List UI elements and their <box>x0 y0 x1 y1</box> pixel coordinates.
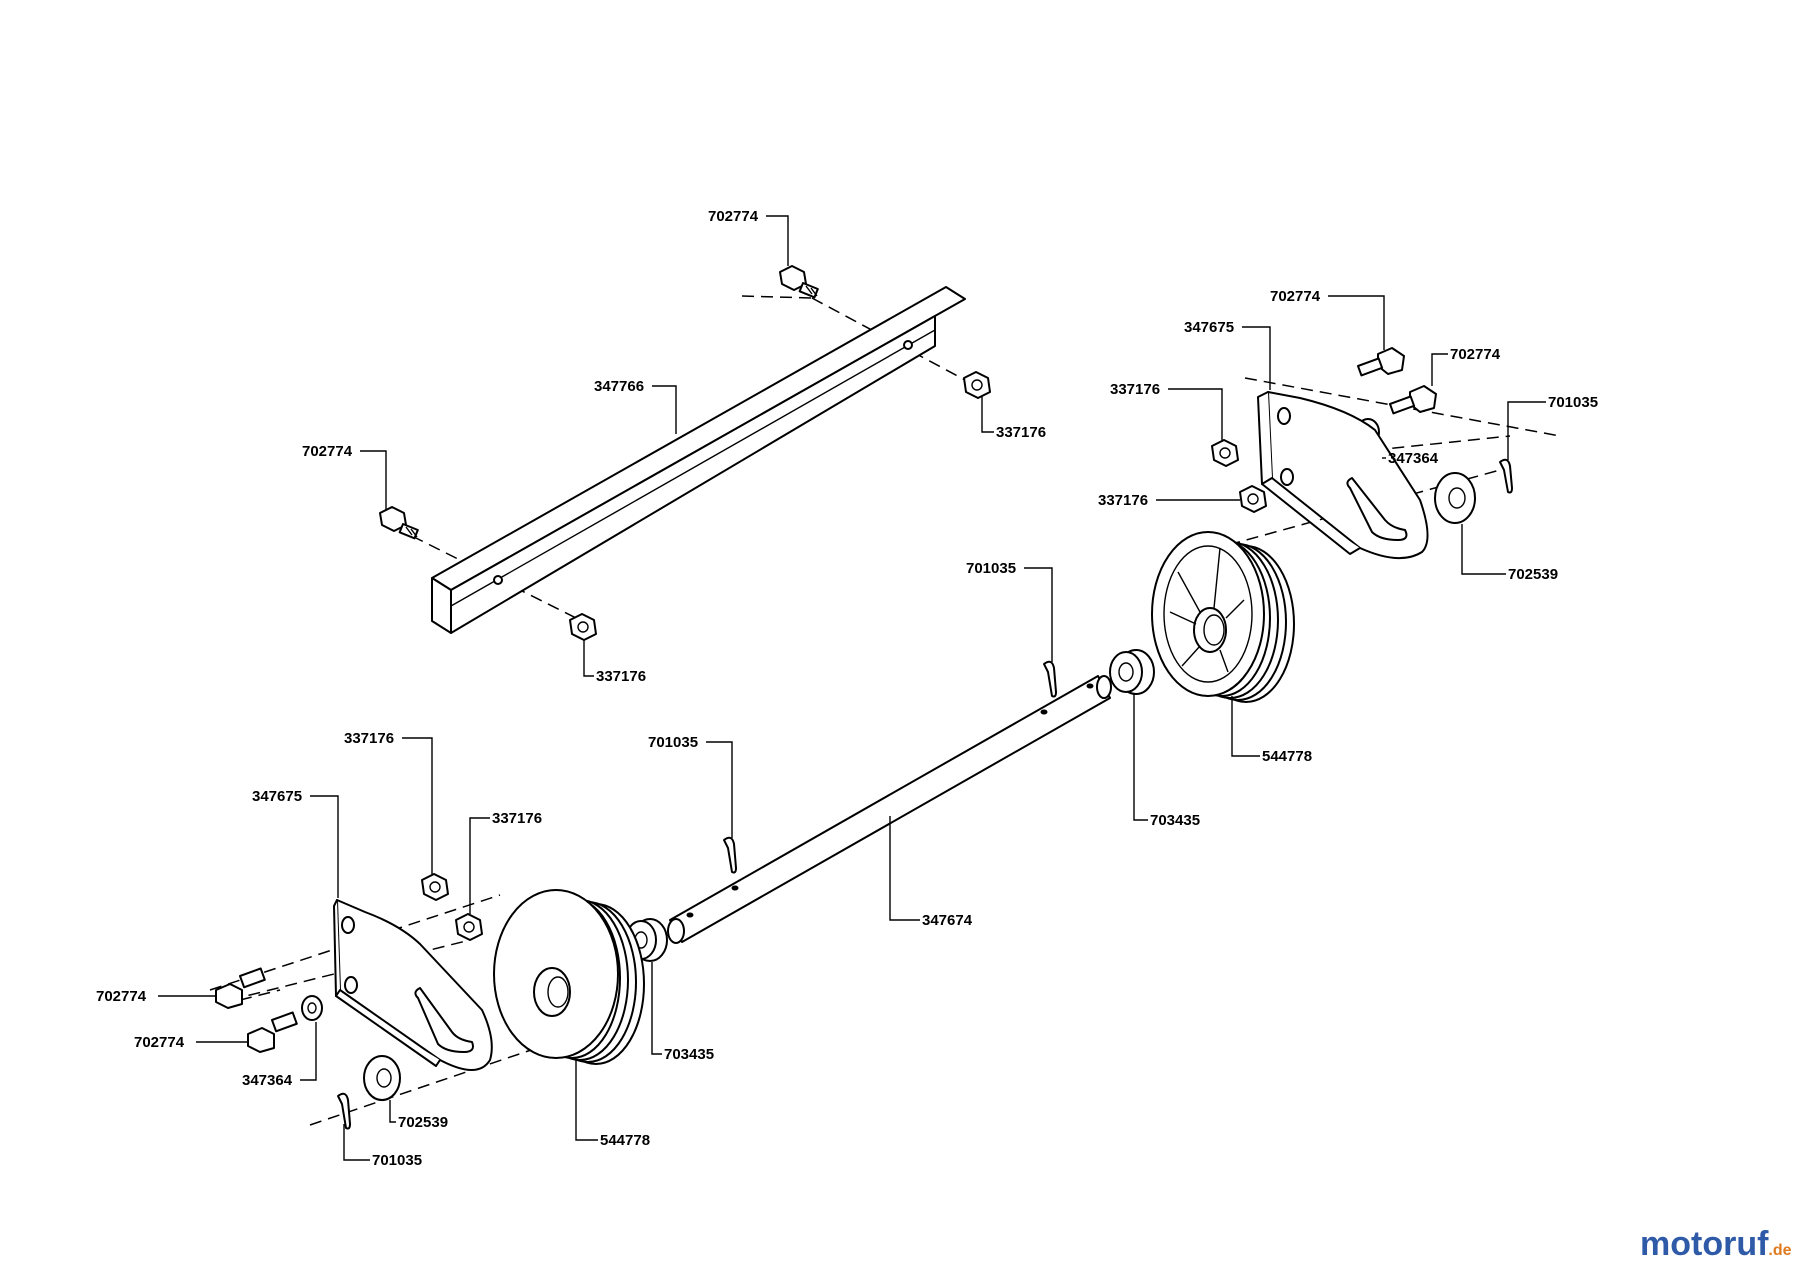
callout-347364-left: 347364 <box>242 1072 293 1089</box>
cotter-pin-701035-middle <box>1043 660 1057 698</box>
bracket-347675-left <box>333 899 493 1071</box>
callout-labels: 702774 347766 337176 702774 337176 34767… <box>96 208 1598 1169</box>
callout-337176-lower-b: 337176 <box>492 810 542 827</box>
bolt-702774-left <box>379 506 419 540</box>
nut-337176-lower-b <box>455 913 483 941</box>
bolt-702774-top <box>779 265 819 299</box>
washer-702539-right <box>1434 472 1476 524</box>
callout-702774-lower-b: 702774 <box>134 1034 185 1051</box>
spacer-703435-right <box>1109 649 1155 695</box>
callout-337176-bar-bottom: 337176 <box>596 668 646 685</box>
cotter-pin-701035-lower <box>337 1092 351 1130</box>
callout-701035-right: 701035 <box>1548 394 1598 411</box>
callout-702774-left: 702774 <box>302 443 353 460</box>
callout-702774-right-a: 702774 <box>1270 288 1321 305</box>
bolt-702774-right-a <box>1357 347 1405 377</box>
cotter-pin-701035-right <box>1499 458 1513 494</box>
nut-337176-right-b <box>1239 485 1267 513</box>
angle-bar-347766 <box>431 286 966 634</box>
callout-702774-right-b: 702774 <box>1450 346 1501 363</box>
motoruf-logo: motoruf.de <box>1640 1225 1792 1263</box>
axle-347674 <box>667 675 1112 944</box>
washer-702539-left <box>363 1055 401 1101</box>
logo-suffix: .de <box>1768 1242 1791 1259</box>
nut-337176-bar-bottom <box>569 613 597 641</box>
callout-702774-lower-a: 702774 <box>96 988 147 1005</box>
cotter-pin-701035-axle <box>723 836 737 874</box>
wheel-544778-right <box>1151 531 1295 703</box>
bolt-702774-lower-b <box>247 1011 298 1053</box>
callout-702774-top: 702774 <box>708 208 759 225</box>
bolt-702774-lower-a <box>215 967 266 1009</box>
callout-702539-right: 702539 <box>1508 566 1558 583</box>
callout-701035-axle: 701035 <box>648 734 698 751</box>
callout-337176-right-b: 337176 <box>1098 492 1148 509</box>
callout-347674: 347674 <box>922 912 973 929</box>
callout-337176-right-a: 337176 <box>1110 381 1160 398</box>
wheel-544778-left <box>493 889 645 1065</box>
callout-347675-left: 347675 <box>252 788 302 805</box>
washer-347364-left <box>301 995 323 1021</box>
callout-544778-left: 544778 <box>600 1132 650 1149</box>
bracket-347675-right <box>1257 391 1429 560</box>
callout-347675-right: 347675 <box>1184 319 1234 336</box>
bolt-702774-right-b <box>1389 385 1437 415</box>
svg-text:motoruf.de: motoruf.de <box>1640 1225 1792 1263</box>
nut-337176-top-right <box>963 371 991 399</box>
callout-337176-top-right: 337176 <box>996 424 1046 441</box>
callout-347364-right: 347364 <box>1388 450 1439 467</box>
leader-lines <box>158 215 1546 1161</box>
callout-703435-left: 703435 <box>664 1046 714 1063</box>
callout-701035-middle: 701035 <box>966 560 1016 577</box>
callout-701035-lower: 701035 <box>372 1152 422 1169</box>
callout-337176-lower-a: 337176 <box>344 730 394 747</box>
callout-347766: 347766 <box>594 378 644 395</box>
callout-544778-right: 544778 <box>1262 748 1312 765</box>
callout-703435-right: 703435 <box>1150 812 1200 829</box>
logo-brand: motoruf <box>1640 1225 1769 1263</box>
nut-337176-right-a <box>1211 439 1239 467</box>
nut-337176-lower-a <box>421 873 449 901</box>
callout-702539-left: 702539 <box>398 1114 448 1131</box>
